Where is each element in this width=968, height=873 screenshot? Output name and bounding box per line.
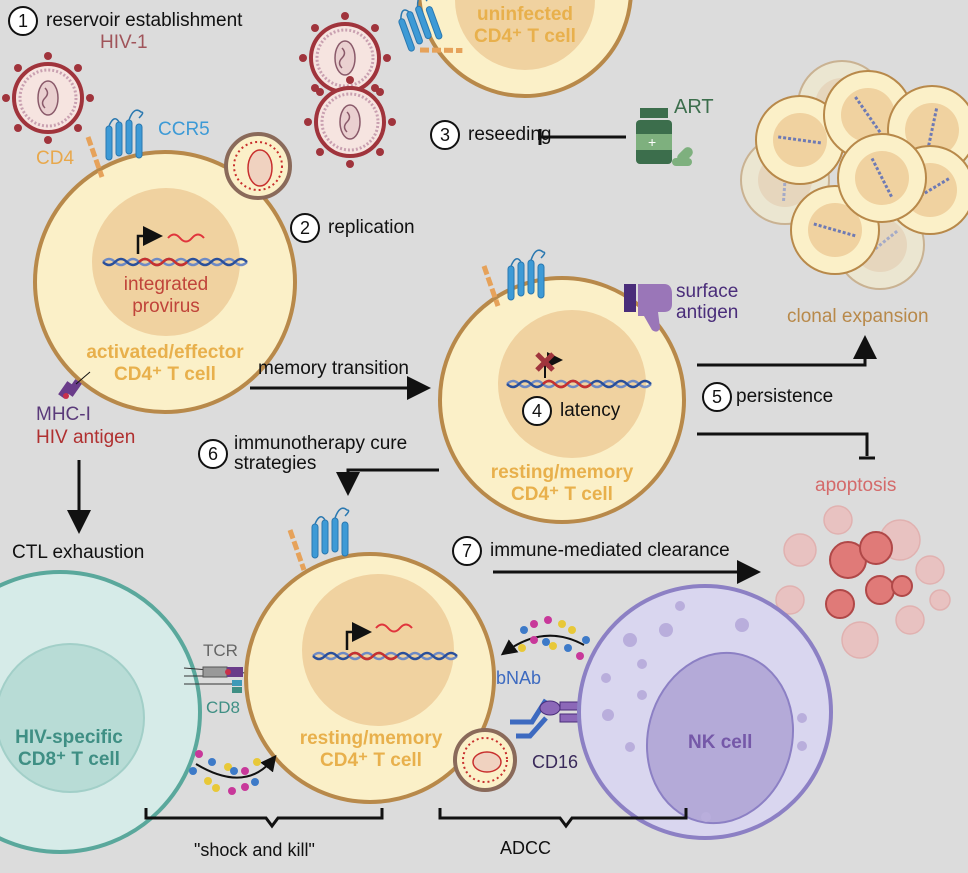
step-number: 1 [8,6,38,36]
hiv-virion [0,50,96,146]
apoptosis-label: apoptosis [815,475,897,496]
step-number: 5 [702,382,732,412]
memory-transition-label: memory transition [258,358,409,379]
clone-cell [755,95,845,185]
immunotherapy-arrow [336,468,439,496]
label-line: activated/effector [86,342,244,363]
step-label: reservoir establishment [46,10,243,32]
step-2: 2 replication [290,213,415,243]
hiv-virion [302,74,398,170]
bnab-antibody-icon [510,698,579,739]
label-line: antigen [676,301,739,323]
svg-text:+: + [648,134,656,150]
step-number: 3 [430,120,460,150]
label-line: resting/memory [299,728,443,749]
label-line: provirus [132,295,200,317]
nk-cell-label: NK cell [688,732,753,753]
step-label: replication [328,217,415,239]
budding-virion [453,728,517,792]
step-7: 7 immune-mediated clearance [452,536,730,566]
tcr-cd8-complex-icon [183,666,259,693]
adcc-label: ADCC [500,838,552,858]
mhc-i-label: MHC-I [36,404,91,425]
resting-memory-cd4-t-cell-reactivated [244,507,496,804]
step-number: 2 [290,213,320,243]
label-line: CD4⁺ T cell [320,749,422,771]
clonal-expansion-cluster [740,60,968,290]
cytotoxic-granules-icon [500,616,590,660]
latency-reversing-agents-icon [189,750,277,795]
hiv-antigen-label: HIV antigen [36,426,136,448]
step-label: immune-mediated clearance [490,540,730,562]
nk-cell [577,584,833,840]
uninfected-cd4-t-cell [391,0,633,98]
step-number: 4 [522,396,552,426]
bnab-label: bNAb [496,668,542,688]
step-4: 4 latency [522,396,620,426]
activated-effector-cd4-t-cell [33,109,297,414]
hiv-specific-cd8-t-cell [0,570,202,854]
clonal-expansion-label: clonal expansion [787,306,929,327]
label-line: CD4⁺ T cell [114,363,216,385]
apoptosis-inhibition-line [697,432,869,456]
ccr5-label: CCR5 [158,119,210,140]
art-pill-bottle-icon: + [636,108,693,166]
clone-cell [837,133,927,223]
step-label: reseeding [468,124,552,146]
shock-and-kill-label: "shock and kill" [194,840,315,860]
label-line: resting/memory [490,462,634,483]
label-line: HIV-specific [15,727,123,748]
label-line: CD4⁺ T cell [474,25,576,47]
hiv-1-label: HIV-1 [100,32,148,53]
label-line: CD4⁺ T cell [511,483,613,505]
adcc-brace [438,808,688,829]
ctl-exhaustion-label: CTL exhaustion [12,542,145,563]
shock-and-kill-brace [144,808,384,829]
label-line: CD8⁺ T cell [18,748,120,770]
step-1: 1 reservoir establishment [8,6,242,36]
cd16-label: CD16 [532,752,579,772]
step-label: persistence [736,386,834,408]
label-line: integrated [123,274,209,295]
tcr-label: TCR [203,641,238,660]
step-label-line: immunotherapy cure [234,433,408,454]
label-line: surface [676,281,739,302]
clonal-expansion-arrow [697,335,877,367]
mhc-i-icon [58,371,91,399]
apoptotic-cell-icon [775,505,951,659]
art-label: ART [674,96,714,118]
step-label-line: strategies [234,452,317,474]
resting-memory-cd4-t-cell-latent [438,249,686,524]
thumbs-down-surface-antigen-icon [624,284,672,332]
step-number: 6 [198,438,228,469]
cd4-label: CD4 [36,148,75,169]
cd8-label: CD8 [206,698,241,717]
step-3: 3 reseeding [430,120,551,150]
label-line: uninfected [476,4,574,25]
step-label: latency [560,400,621,422]
step-number: 7 [452,536,482,566]
budding-virion [224,132,292,200]
